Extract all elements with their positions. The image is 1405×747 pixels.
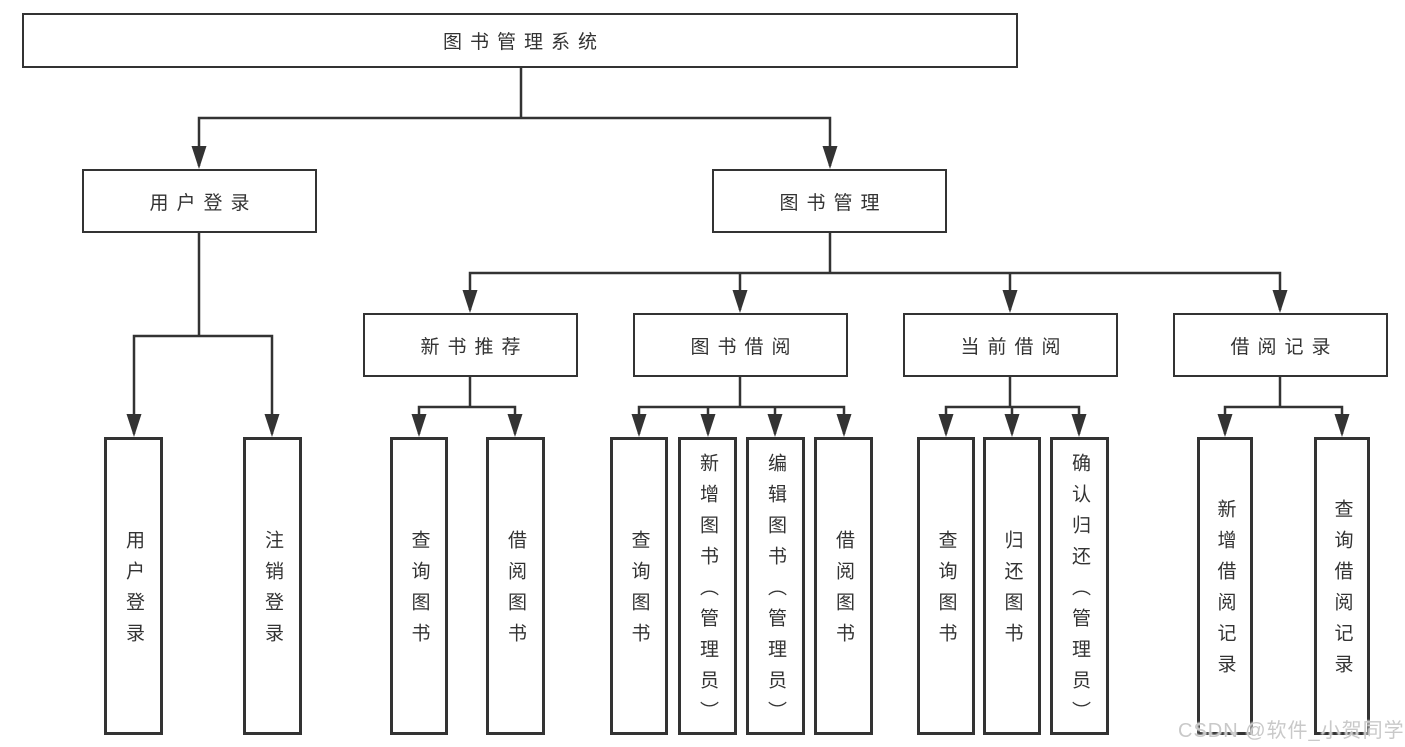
leaf-return-books: 归还图书 — [983, 437, 1041, 735]
csdn-watermark: CSDN @软件_小贺同学 — [1178, 720, 1405, 742]
node-book-management-module: 图书管理 — [712, 169, 947, 233]
leaf-query-books-borrow: 查询图书 — [610, 437, 668, 735]
node-label: 图书借阅 — [690, 336, 799, 358]
node-label: 新书推荐 — [420, 336, 529, 358]
node-label: 查询借阅记录 — [1331, 499, 1353, 685]
node-label: 新增图书（管理员） — [697, 452, 718, 732]
leaf-add-books-admin: 新增图书（管理员） — [678, 437, 737, 735]
node-new-book-recommend: 新书推荐 — [363, 313, 578, 377]
node-label: 归还图书 — [1001, 530, 1023, 654]
leaf-user-login: 用户登录 — [104, 437, 163, 735]
node-label: 图书管理系统 — [442, 32, 605, 53]
leaf-logout: 注销登录 — [243, 437, 302, 735]
node-label: 用户登录 — [149, 192, 258, 214]
node-label: 查询图书 — [408, 530, 430, 654]
node-label: 确认归还（管理员） — [1069, 452, 1090, 732]
node-label: 借阅图书 — [833, 530, 854, 654]
leaf-confirm-return-admin: 确认归还（管理员） — [1050, 437, 1109, 735]
node-current-borrowing: 当前借阅 — [903, 313, 1118, 377]
node-label: 用户登录 — [123, 530, 144, 654]
leaf-borrow-books: 借阅图书 — [814, 437, 873, 735]
node-borrowing-records: 借阅记录 — [1173, 313, 1388, 377]
node-root-system: 图书管理系统 — [22, 13, 1018, 68]
node-label: 查询图书 — [628, 530, 650, 654]
leaf-query-borrow-record: 查询借阅记录 — [1314, 437, 1370, 735]
leaf-query-books-recommend: 查询图书 — [390, 437, 448, 735]
node-label: 借阅记录 — [1230, 336, 1339, 358]
node-label: 查询图书 — [935, 530, 957, 654]
leaf-edit-books-admin: 编辑图书（管理员） — [746, 437, 805, 735]
node-label: 注销登录 — [262, 530, 283, 654]
leaf-borrow-books-recommend: 借阅图书 — [486, 437, 545, 735]
node-label: 当前借阅 — [960, 336, 1069, 358]
leaf-query-books-current: 查询图书 — [917, 437, 975, 735]
leaf-add-borrow-record: 新增借阅记录 — [1197, 437, 1253, 735]
node-label: 编辑图书（管理员） — [765, 452, 786, 732]
node-book-borrowing: 图书借阅 — [633, 313, 848, 377]
node-user-login-module: 用户登录 — [82, 169, 317, 233]
node-label: 新增借阅记录 — [1214, 499, 1236, 685]
node-label: 图书管理 — [779, 192, 888, 214]
node-label: 借阅图书 — [505, 530, 526, 654]
